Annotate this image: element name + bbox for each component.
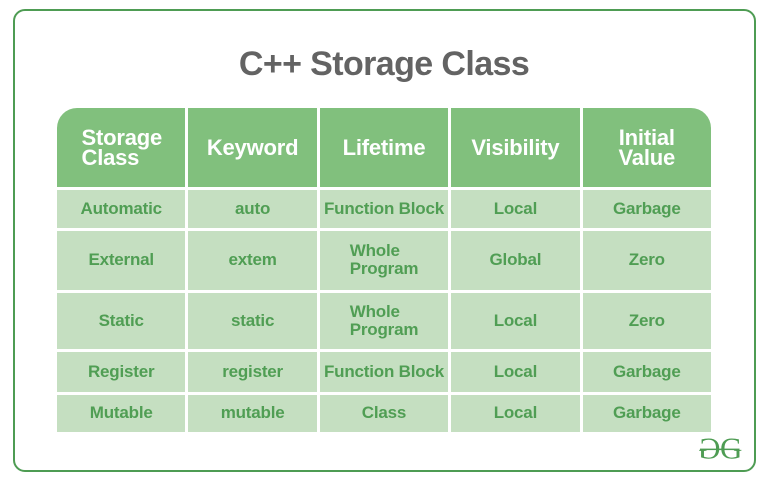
svg-text:G: G — [720, 430, 742, 465]
svg-text:G: G — [698, 430, 720, 465]
